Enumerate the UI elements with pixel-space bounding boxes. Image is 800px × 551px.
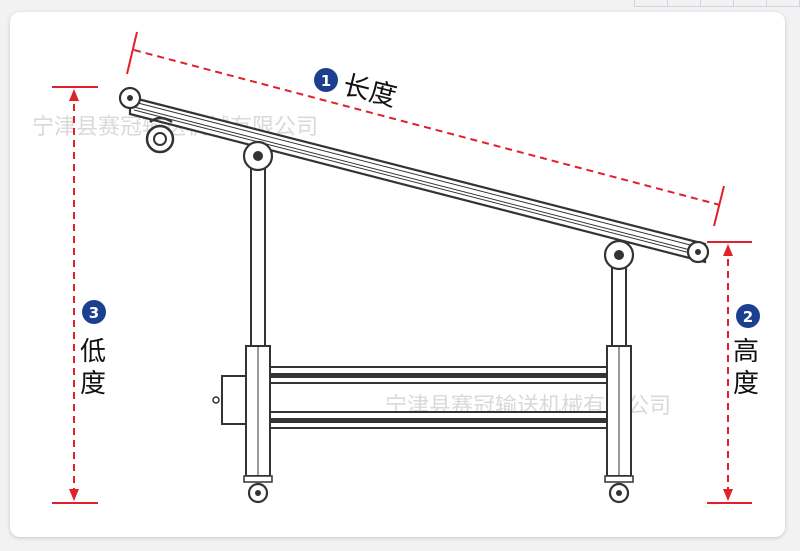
length-badge xyxy=(314,68,338,92)
conveyor-machine xyxy=(118,86,710,504)
inclined-belt xyxy=(118,86,710,264)
caster-wheel-right xyxy=(604,475,634,504)
caster-wheel-left xyxy=(243,475,273,504)
height-badge-number: 2 xyxy=(743,308,753,326)
low-label: 3 低 度 xyxy=(80,300,106,399)
low-text-line1: 低 xyxy=(80,337,106,367)
left-support-leg xyxy=(242,140,274,347)
right-support-leg xyxy=(603,239,635,349)
height-badge xyxy=(736,304,760,328)
height-label: 2 高 度 xyxy=(733,304,760,399)
base-motor-box xyxy=(221,375,247,425)
base-frame xyxy=(212,345,632,477)
height-dimension xyxy=(707,241,752,504)
low-badge-number: 3 xyxy=(89,304,99,322)
length-label: 1 长度 xyxy=(314,68,400,113)
length-badge-number: 1 xyxy=(321,72,331,90)
height-text-line1: 高 xyxy=(733,337,759,367)
low-dimension xyxy=(52,86,98,504)
length-dimension xyxy=(126,31,725,227)
drive-motor xyxy=(145,116,175,154)
low-badge xyxy=(82,300,106,324)
height-text-line2: 度 xyxy=(733,369,759,399)
low-text-line2: 度 xyxy=(80,369,106,399)
